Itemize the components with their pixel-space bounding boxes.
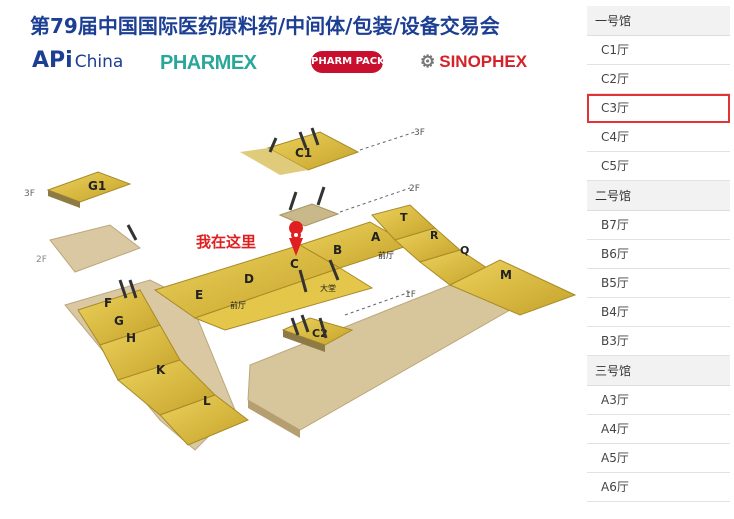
- zone-c-label: C: [290, 257, 299, 271]
- hall-item-a5[interactable]: A5厅: [587, 444, 730, 473]
- api-logo-text: APi: [32, 48, 73, 73]
- lobby-left-label: 前厅: [230, 300, 246, 310]
- zone-g-label: G: [114, 314, 124, 328]
- lobby-right-label: 前厅: [378, 250, 394, 260]
- floor-label-3f: 3F: [414, 128, 425, 138]
- pharmpack-logo: PHARM PACK: [311, 51, 385, 73]
- page-title: 第79届中国国际医药原料药/中间体/包装/设备交易会: [30, 14, 500, 38]
- floor-label-3f-left: 3F: [24, 189, 35, 199]
- location-pin-icon[interactable]: [289, 221, 304, 256]
- hall-item-c1[interactable]: C1厅: [587, 36, 730, 65]
- hall-group: 二号馆 B7厅 B6厅 B5厅 B4厅 B3厅: [587, 181, 730, 356]
- you-are-here-label: 我在这里: [196, 233, 257, 251]
- zone-m-label: M: [500, 268, 512, 282]
- zone-g1[interactable]: [46, 171, 132, 203]
- hall-item-b4[interactable]: B4厅: [587, 298, 730, 327]
- zone-g1-label: G1: [88, 179, 106, 193]
- zone-c1-label: C1: [295, 146, 312, 160]
- zone-e-label: E: [195, 288, 203, 302]
- zone-k-label: K: [156, 363, 166, 377]
- hall-group: 一号馆 C1厅 C2厅 C3厅 C4厅 C5厅: [587, 6, 730, 181]
- floor-2f-left[interactable]: [49, 224, 142, 273]
- api-logo-subtext: China: [74, 52, 124, 72]
- pharmex-logo: PHARMEX: [160, 52, 257, 74]
- lobby-front[interactable]: [193, 267, 374, 331]
- zone-d-label: D: [244, 272, 254, 286]
- sinophex-logo: ⚙SINOPHEX: [420, 52, 527, 72]
- zone-h-label: H: [126, 331, 136, 345]
- zone-b-label: B: [333, 243, 342, 257]
- zone-t-label: T: [400, 211, 408, 224]
- hall-item-b5[interactable]: B5厅: [587, 269, 730, 298]
- zone-q-label: Q: [460, 244, 469, 257]
- hall-item-c3-selected[interactable]: C3厅: [587, 94, 730, 123]
- floor-plan: 1F C2 2F G1 3F C1 3F 2F F G H K L: [24, 127, 577, 451]
- gear-icon: ⚙: [420, 52, 436, 71]
- floor-label-2f-left: 2F: [36, 255, 47, 265]
- lobby-center-label: 大堂: [320, 283, 336, 293]
- hall-item-c5[interactable]: C5厅: [587, 152, 730, 181]
- hall-item-a4[interactable]: A4厅: [587, 415, 730, 444]
- zone-a-label: A: [371, 230, 381, 244]
- hall-item-c2[interactable]: C2厅: [587, 65, 730, 94]
- hall-item-b6[interactable]: B6厅: [587, 240, 730, 269]
- hall-item-b3[interactable]: B3厅: [587, 327, 730, 356]
- group-header-1[interactable]: 一号馆: [587, 6, 730, 36]
- floor-label-2f: 2F: [409, 184, 420, 194]
- sinophex-logo-text: SINOPHEX: [439, 52, 528, 71]
- hall-item-b7[interactable]: B7厅: [587, 211, 730, 240]
- hall-1f-floor[interactable]: [247, 284, 512, 431]
- hall-item-a3[interactable]: A3厅: [587, 386, 730, 415]
- group-header-3[interactable]: 三号馆: [587, 356, 730, 386]
- floor-label-1f: 1F: [405, 290, 416, 300]
- group-header-2[interactable]: 二号馆: [587, 181, 730, 211]
- hall-group: 三号馆 A3厅 A4厅 A5厅 A6厅: [587, 356, 730, 502]
- zone-r-label: R: [430, 229, 439, 242]
- floor-leader-line: [339, 187, 411, 213]
- hall-item-c4[interactable]: C4厅: [587, 123, 730, 152]
- zone-f-label: F: [104, 296, 112, 310]
- escalator-landing: [278, 203, 340, 227]
- escalator-icon: [118, 127, 340, 339]
- hall-sidebar: 一号馆 C1厅 C2厅 C3厅 C4厅 C5厅 二号馆 B7厅 B6厅 B5厅 …: [587, 6, 730, 502]
- hall-item-a6[interactable]: A6厅: [587, 473, 730, 502]
- zone-l-label: L: [203, 394, 211, 408]
- zone-m[interactable]: [448, 259, 577, 316]
- zone-l[interactable]: [159, 394, 249, 446]
- floor-leader-line: [359, 131, 416, 151]
